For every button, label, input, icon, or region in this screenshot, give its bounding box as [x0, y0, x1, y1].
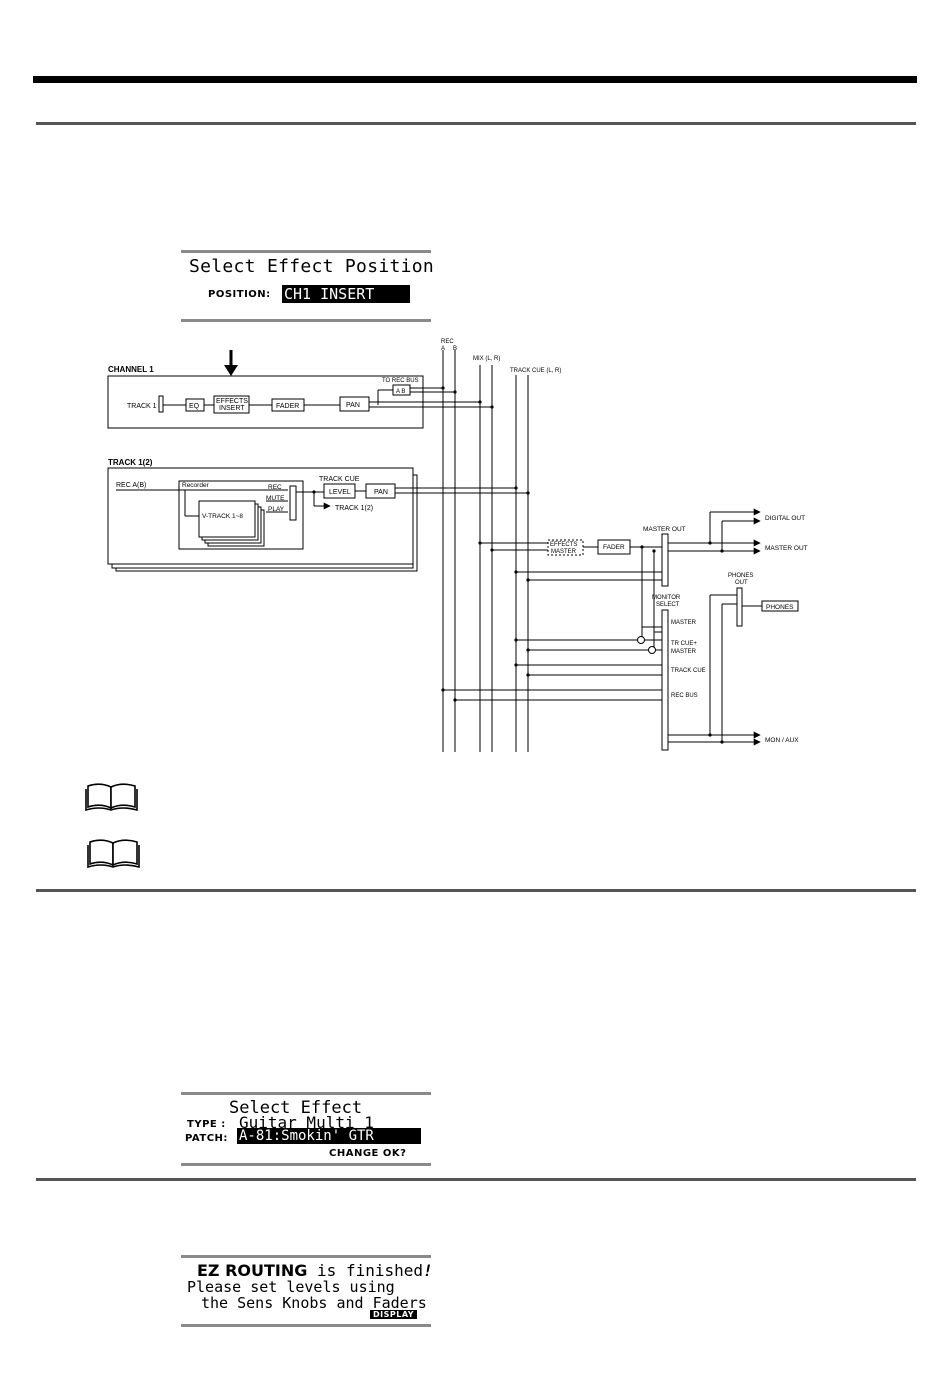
sel-rec-bus-label: REC BUS: [671, 693, 698, 699]
display-button[interactable]: DISPLAY: [370, 1310, 418, 1319]
track12-out-label: TRACK 1(2): [335, 505, 373, 512]
manual-reference-icon: [85, 783, 138, 812]
eq-label: EQ: [189, 403, 200, 410]
sel-trcue-label-2: MASTER: [671, 649, 697, 655]
rec-ab-label: REC A(B): [116, 482, 146, 489]
rec-bus-top-label: REC: [441, 339, 454, 345]
lcd-title: Select Effect: [229, 1098, 363, 1118]
lcd-select-effect-position: Select Effect Position POSITION: CH1 INS…: [181, 250, 435, 322]
ez-routing-message: EZ ROUTING is finished!: [197, 1261, 433, 1280]
lcd-ez-routing-finished: EZ ROUTING is finished! Please set level…: [181, 1255, 433, 1327]
effects-master-label-2: MASTER: [551, 549, 577, 555]
play-label: PLAY: [268, 506, 285, 513]
change-ok-prompt: CHANGE OK?: [329, 1148, 407, 1159]
channel1-title: CHANNEL 1: [108, 365, 154, 374]
lcd-select-effect: Select Effect TYPE : Guitar Multi 1 PATC…: [181, 1092, 431, 1166]
track-cue-label: TRACK CUE: [319, 476, 360, 483]
position-label: POSITION:: [208, 289, 271, 300]
phones-out-label-1: PHONES: [728, 573, 753, 579]
recorder-label: Recorder: [182, 482, 210, 489]
effects-insert-label-1: EFFECTS: [216, 398, 248, 405]
pan2-label: PAN: [374, 489, 388, 496]
ab-label: A B: [396, 389, 405, 395]
section-rule: [36, 1178, 916, 1181]
finished-text: is finished: [307, 1261, 423, 1280]
signal-flow-diagram: CHANNEL 1 TRACK 1 EQ EFFECTS INSERT FADE…: [107, 339, 808, 752]
sel-master-label: MASTER: [671, 620, 697, 626]
exclaim-mark: !: [423, 1261, 433, 1280]
rec-b-label: B: [453, 346, 457, 352]
to-rec-bus-label: TO REC BUS: [382, 378, 419, 384]
vtrack-label: V-TRACK 1~8: [202, 513, 243, 520]
mix-lr-label: MIX (L, R): [473, 356, 500, 362]
top-heading-bar: [33, 76, 917, 83]
rec-label: REC: [268, 484, 282, 491]
section-rule: [36, 122, 916, 125]
patch-label: PATCH:: [185, 1133, 228, 1144]
mon-aux-label: MON / AUX: [765, 737, 799, 744]
track-cue-lr-label: TRACK CUE (L, R): [510, 368, 561, 374]
section-rule: [36, 889, 916, 892]
position-value: CH1 INSERT: [282, 285, 410, 303]
fader2-label: FADER: [603, 544, 625, 551]
down-arrow-icon: [224, 365, 238, 376]
monitor-select-label-2: SELECT: [656, 602, 680, 608]
digital-out-label: DIGITAL OUT: [765, 515, 805, 522]
phones-out-label-2: OUT: [735, 580, 748, 586]
instruction-line-1: Please set levels using: [187, 1278, 395, 1296]
pan-label: PAN: [346, 402, 360, 409]
fader-label: FADER: [276, 403, 299, 410]
level-label: LEVEL: [329, 489, 351, 496]
track1-label: TRACK 1: [127, 403, 157, 410]
type-label: TYPE :: [187, 1119, 226, 1130]
type-value: Guitar Multi 1: [239, 1113, 374, 1132]
phones-label: PHONES: [766, 604, 794, 611]
ez-routing-title: EZ ROUTING: [197, 1261, 308, 1280]
rec-a-label: A: [441, 346, 445, 352]
mute-label: MUTE: [266, 495, 285, 502]
track12-title: TRACK 1(2): [108, 458, 153, 467]
sel-trcue-label-1: TR CUE+: [671, 641, 697, 647]
master-out-top-label: MASTER OUT: [643, 526, 686, 533]
master-out-label: MASTER OUT: [765, 545, 808, 552]
instruction-line-2: the Sens Knobs and Faders: [201, 1294, 427, 1312]
effects-master-label-1: EFFECTS: [550, 542, 577, 548]
effects-insert-label-2: INSERT: [219, 405, 245, 412]
patch-value: A-81:Smokin' GTR: [237, 1128, 421, 1144]
monitor-select-label-1: MONITOR: [652, 595, 681, 601]
sel-track-cue-label: TRACK CUE: [671, 668, 706, 674]
lcd-title: Select Effect Position: [189, 256, 435, 277]
manual-reference-icon: [87, 839, 140, 869]
